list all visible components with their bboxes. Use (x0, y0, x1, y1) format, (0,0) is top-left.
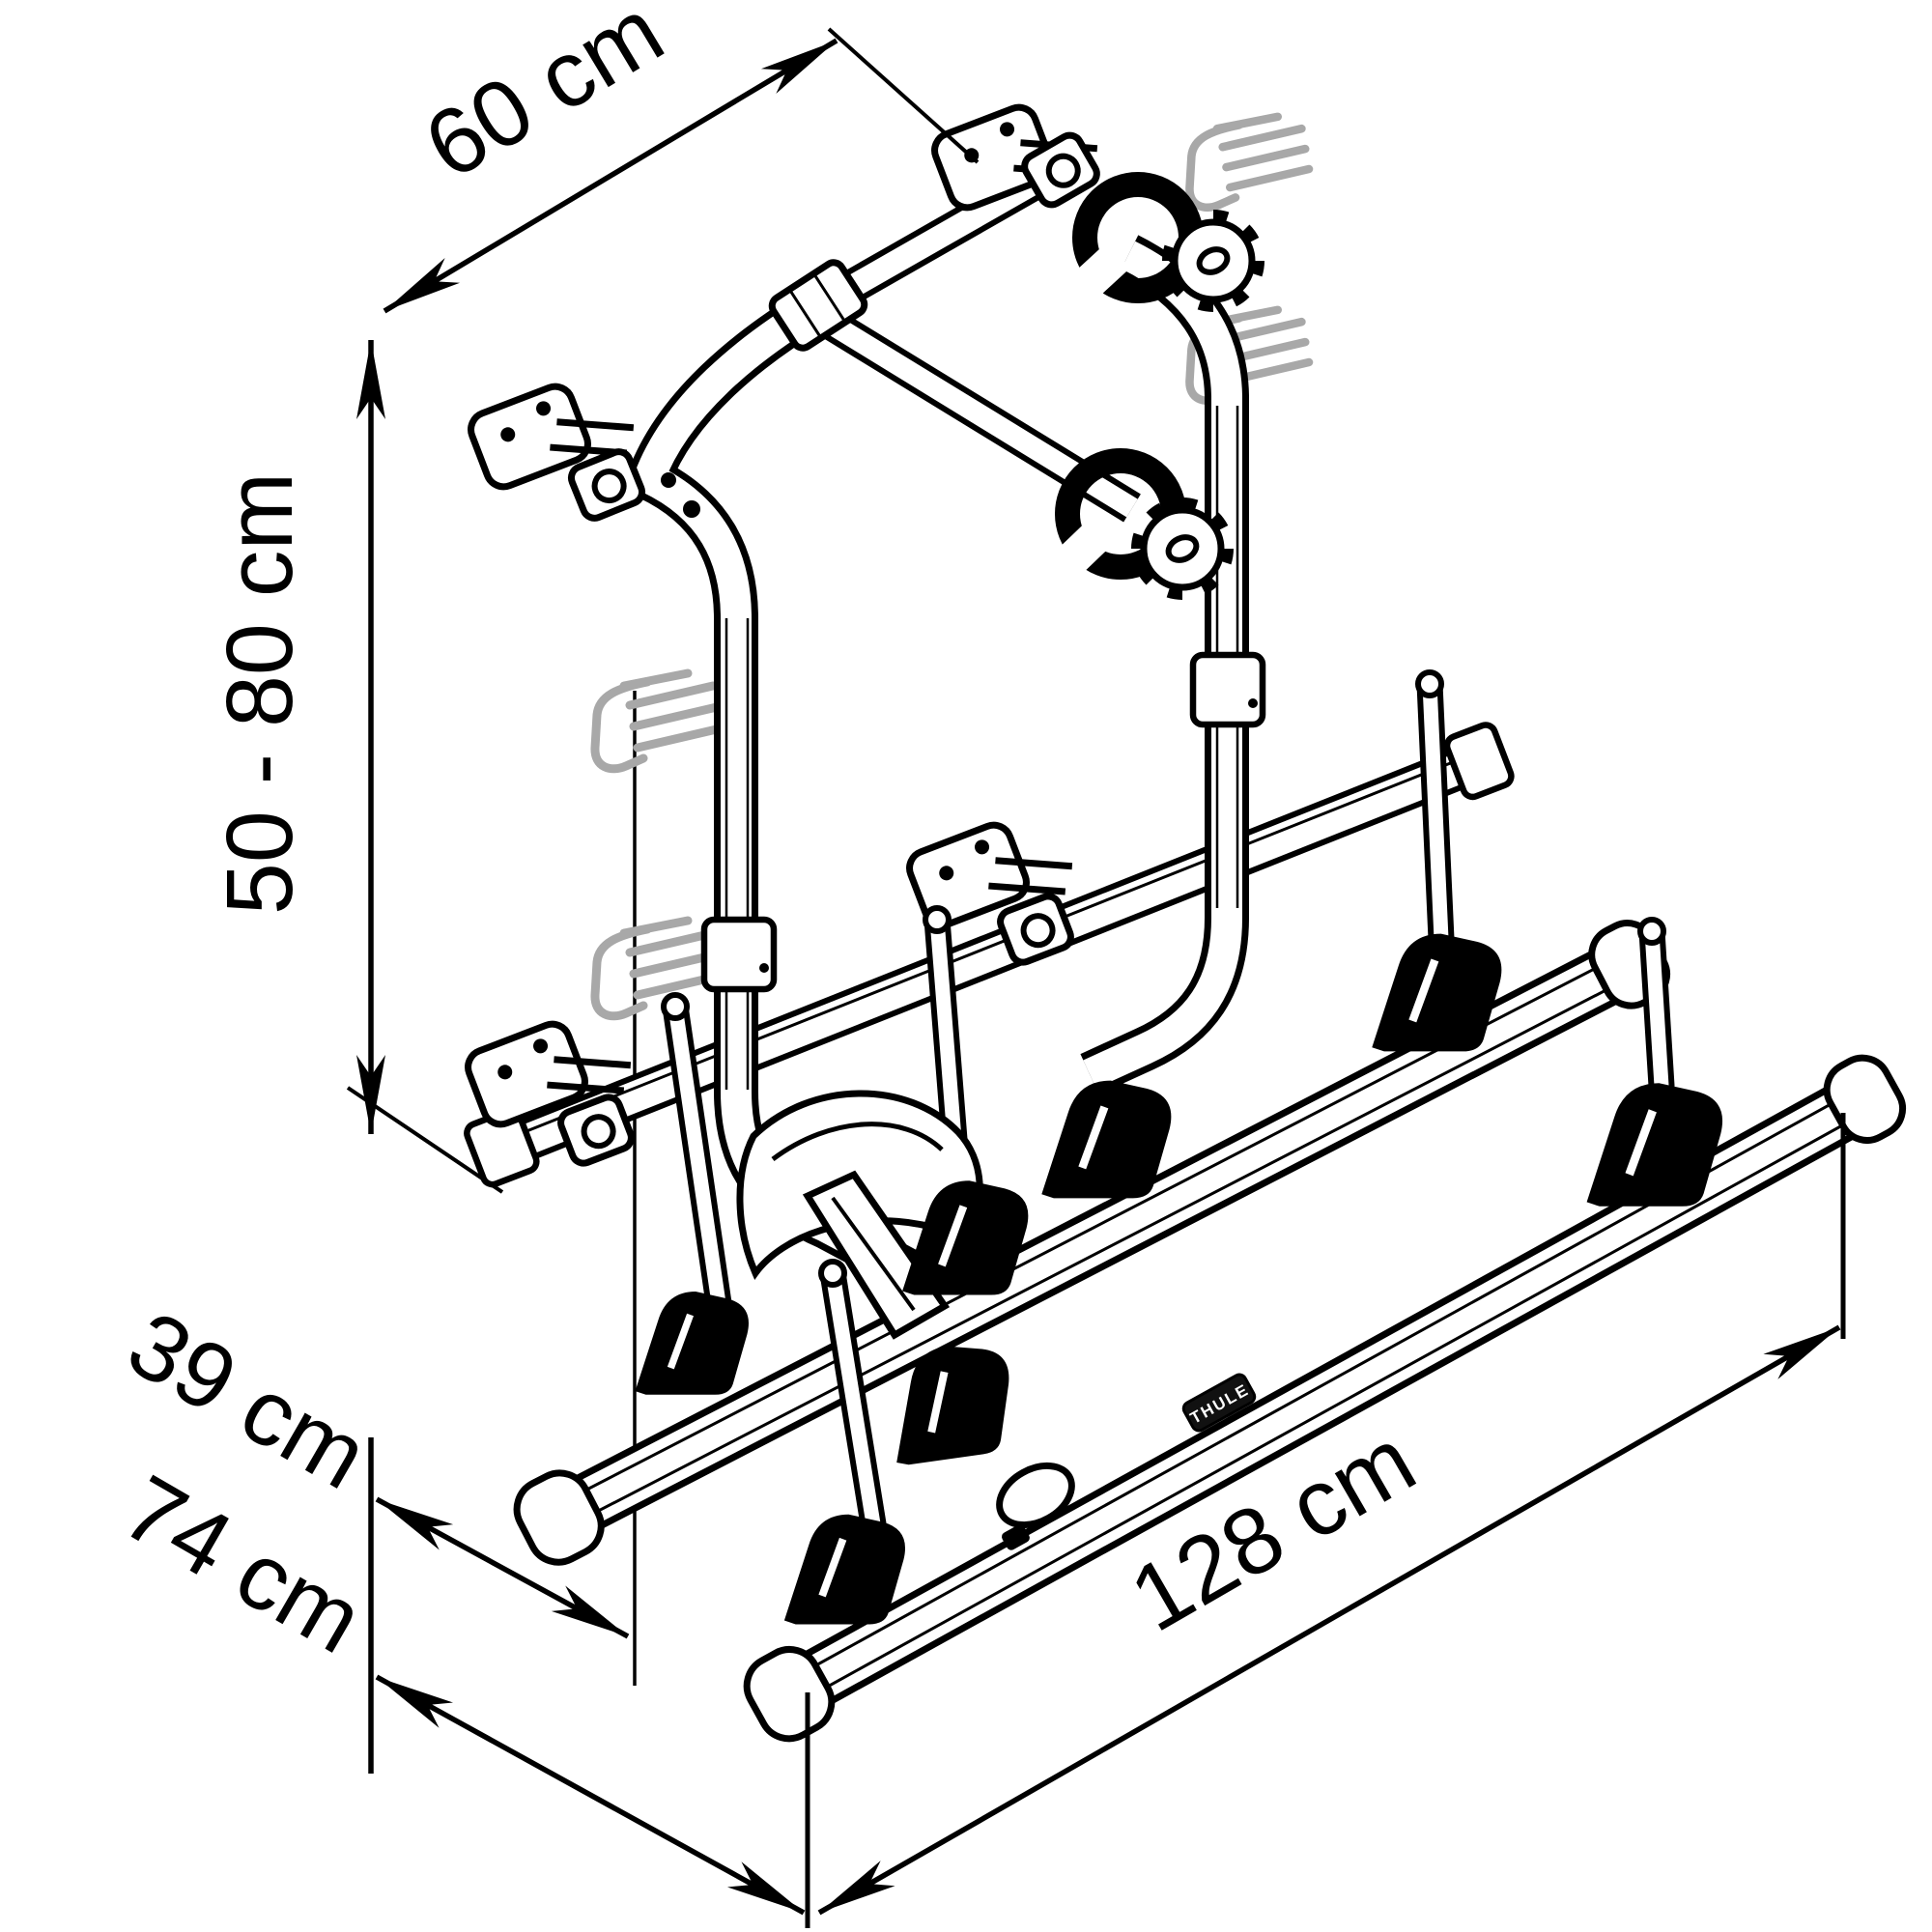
frame-holder-knob-middle (1040, 448, 1234, 600)
ghost-bracket-top-right-icon (1189, 117, 1309, 208)
dimension-front-rail-offset: 74 cm (106, 1455, 810, 1928)
wheel-holder-front-left (784, 1515, 905, 1625)
frame-holder-knob-top (1058, 172, 1264, 313)
dimension-top-width-label: 60 cm (407, 0, 680, 199)
wall-support-beam (464, 722, 1515, 1188)
ratchet-arm-front-right (1637, 917, 1675, 1099)
dimension-height-range: 50 - 80 cm (207, 340, 504, 1194)
right-tube-collar (1189, 651, 1266, 728)
ratchet-arm-rear-left (661, 992, 733, 1323)
left-tube-collar (700, 916, 778, 993)
wheel-holder-rear-left (636, 1292, 749, 1395)
ratchet-arm-rear-right (1415, 669, 1455, 952)
dial-knob-icon (1162, 210, 1264, 312)
wheel-holder-front-right (1587, 1083, 1722, 1207)
dial-knob-icon (1131, 497, 1234, 600)
ghost-bracket-upper-left-icon (595, 673, 721, 769)
wall-bracket-top-left (466, 364, 645, 522)
dimension-height-range-label: 50 - 80 cm (207, 472, 312, 915)
frame-holder-housing (736, 1090, 983, 1340)
right-tube-foot-holder (1041, 1081, 1171, 1199)
wheel-holder-rear-right (1372, 934, 1501, 1052)
